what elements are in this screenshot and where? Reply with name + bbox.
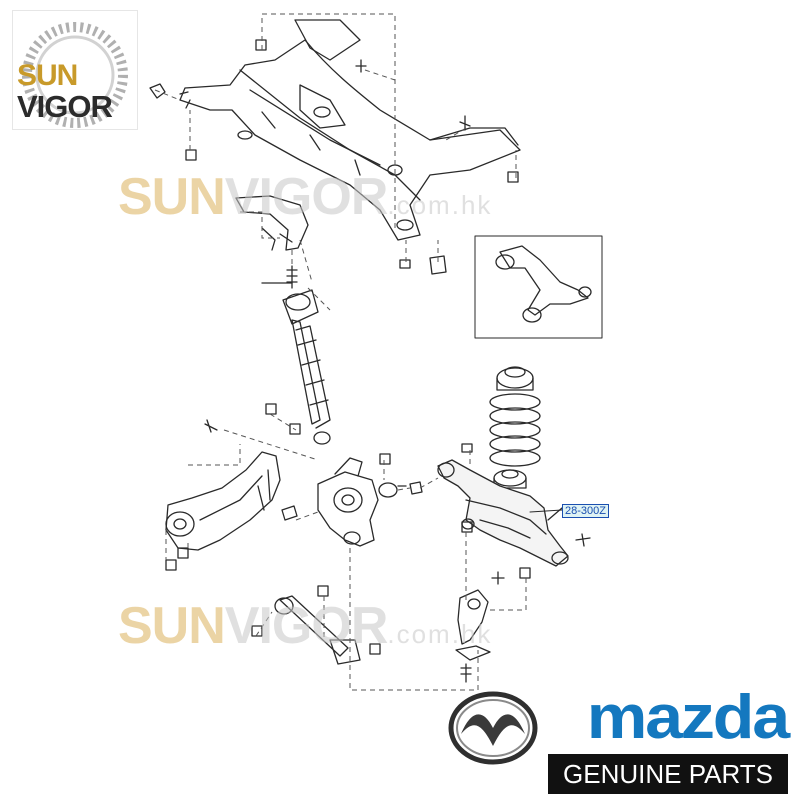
genuine-parts-banner: GENUINE PARTS <box>548 754 788 794</box>
shock-absorber <box>261 282 331 445</box>
watermark: SUNVIGOR.com.hk <box>118 167 492 227</box>
logo-sunburst-icon <box>22 22 128 128</box>
watermark-brand-b: VIGOR <box>224 168 389 226</box>
coil-spring-assembly <box>489 366 541 489</box>
trailing-arm <box>165 451 281 551</box>
lower-fasteners <box>165 403 591 683</box>
mazda-wordmark: mazda <box>586 683 790 752</box>
watermark-brand-a: SUN <box>118 168 226 226</box>
watermark-domain: .com.hk <box>387 190 493 220</box>
watermark-brand-a: SUN <box>118 597 226 655</box>
part-number-label: 28-300Z <box>562 504 609 518</box>
watermark-brand-b: VIGOR <box>224 597 389 655</box>
mazda-emblem-icon <box>448 691 538 765</box>
upper-arm-inset <box>474 235 603 339</box>
sunvigor-logo: SUN VIGOR <box>12 10 138 130</box>
subframe-fasteners <box>149 39 519 289</box>
watermark-domain: .com.hk <box>387 619 493 649</box>
lateral-link <box>274 589 491 665</box>
logo-sun-text: SUN <box>17 59 78 92</box>
knuckle-hub <box>317 457 398 547</box>
watermark: SUNVIGOR.com.hk <box>118 596 492 656</box>
part-label-leader <box>529 509 563 513</box>
assembly-guide-lines <box>154 13 527 691</box>
logo-vigor-text: VIGOR <box>17 89 113 124</box>
subframe-bracket <box>235 195 309 251</box>
lower-control-arm <box>437 459 569 567</box>
